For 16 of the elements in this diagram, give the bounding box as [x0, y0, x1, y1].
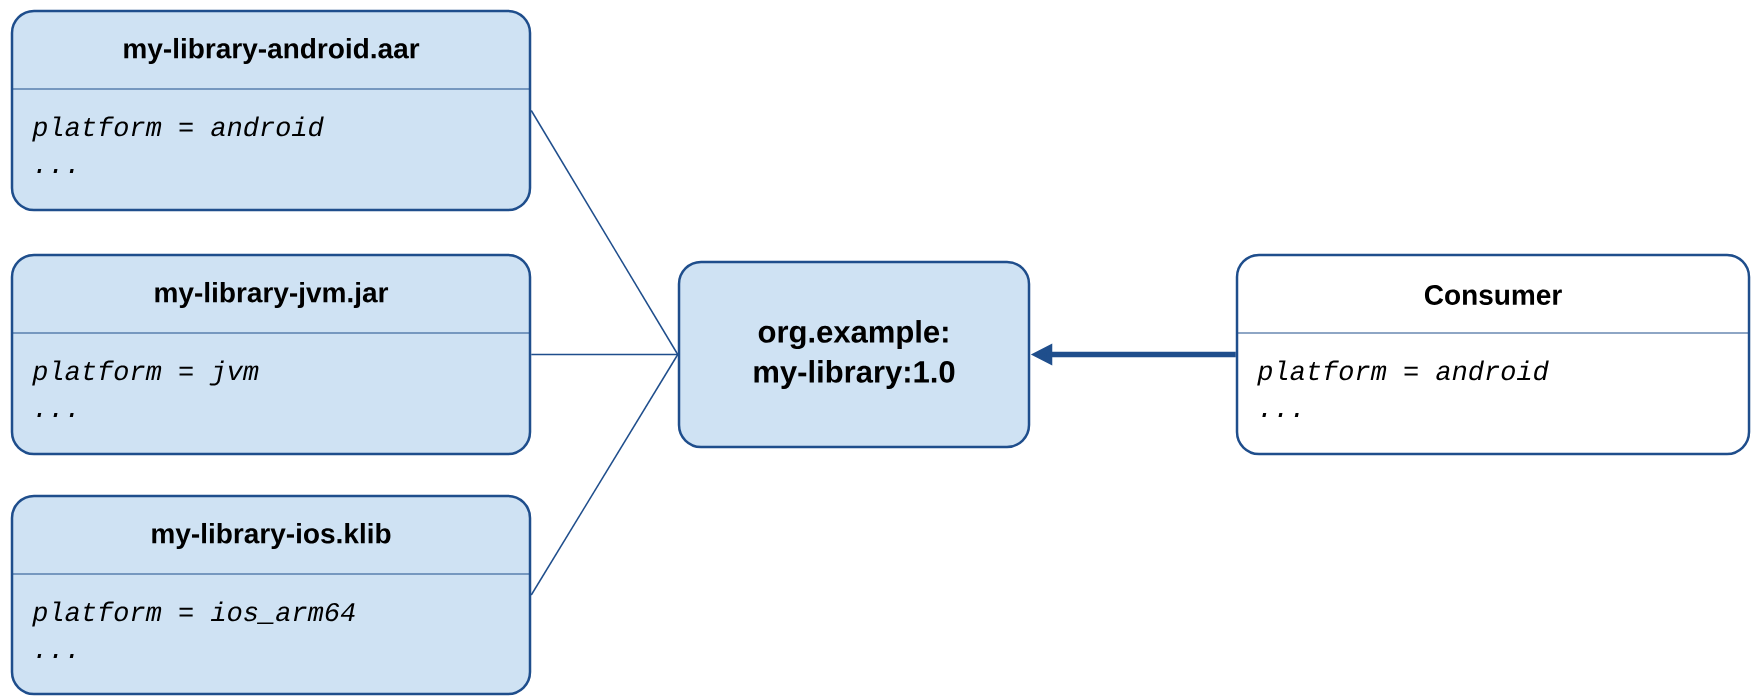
code-line: ...: [37, 169, 74, 173]
code-line: ...: [37, 413, 74, 417]
card-heading: Consumer: [1424, 285, 1562, 305]
card-heading: my-library-jvm.jar: [155, 281, 389, 309]
card-heading: my-library-android.aar: [124, 37, 420, 65]
connector-line: [530, 353, 679, 356]
process-box: org.example: my-library:1.0: [677, 260, 1031, 449]
code-line: platform = ios_arm64: [32, 601, 355, 627]
code-line: ...: [37, 654, 74, 658]
connector-line: [530, 109, 679, 356]
code-line: platform = android: [32, 116, 324, 142]
code-line: platform = android: [1257, 360, 1549, 386]
card-heading: my-library-ios.klib: [152, 522, 391, 550]
connector-line: [530, 353, 679, 596]
code-line: platform = jvm: [32, 360, 259, 386]
code-line: ...: [1262, 413, 1299, 417]
